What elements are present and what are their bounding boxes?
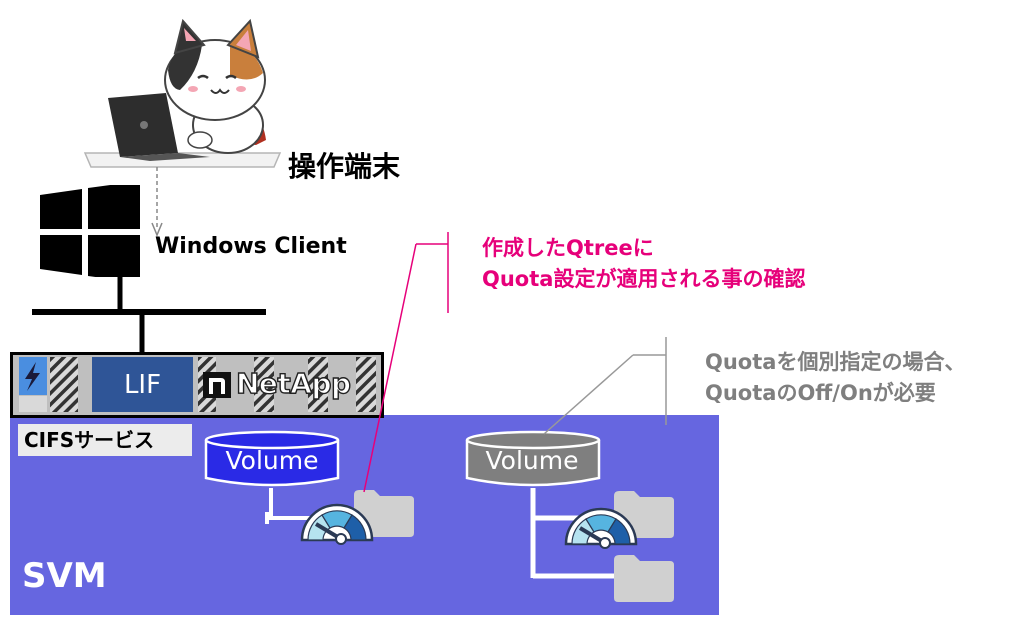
svm-label: SVM bbox=[22, 556, 107, 596]
windows-logo-icon bbox=[40, 185, 140, 277]
qtree-note-line-1: 作成したQtreeに bbox=[482, 236, 654, 260]
volume-cylinder-inactive bbox=[465, 430, 601, 487]
quota-note-line-2: QuotaのOff/Onが必要 bbox=[705, 381, 936, 405]
qtree-note-line-2: Quota設定が適用される事の確認 bbox=[482, 267, 806, 291]
quota-note-line-1: Quotaを個別指定の場合、 bbox=[705, 350, 966, 374]
gauge-icon bbox=[300, 503, 374, 545]
network-connection bbox=[32, 272, 266, 360]
cat-at-laptop-illustration bbox=[83, 18, 282, 168]
gray-callout-line bbox=[543, 337, 667, 435]
netapp-controller bbox=[10, 352, 384, 418]
pink-callout-line bbox=[363, 232, 449, 493]
quota-individual-note: Quotaを個別指定の場合、 QuotaのOff/Onが必要 bbox=[705, 347, 965, 409]
qtree-quota-note: 作成したQtreeに Quota設定が適用される事の確認 bbox=[482, 233, 805, 295]
volume-2-label: Volume bbox=[485, 446, 579, 475]
windows-client-label: Windows Client bbox=[155, 234, 347, 259]
folder-icon bbox=[614, 555, 674, 602]
volume-1-label: Volume bbox=[225, 446, 319, 475]
terminal-label: 操作端末 bbox=[288, 150, 401, 183]
lif-box: LIF bbox=[92, 357, 193, 412]
connection-arrow bbox=[151, 167, 163, 237]
cifs-service-badge: CIFSサービス bbox=[18, 424, 192, 456]
volume-cylinder-active bbox=[204, 430, 340, 487]
gauge-icon bbox=[564, 507, 638, 549]
netapp-logo: NetApp bbox=[235, 366, 351, 400]
